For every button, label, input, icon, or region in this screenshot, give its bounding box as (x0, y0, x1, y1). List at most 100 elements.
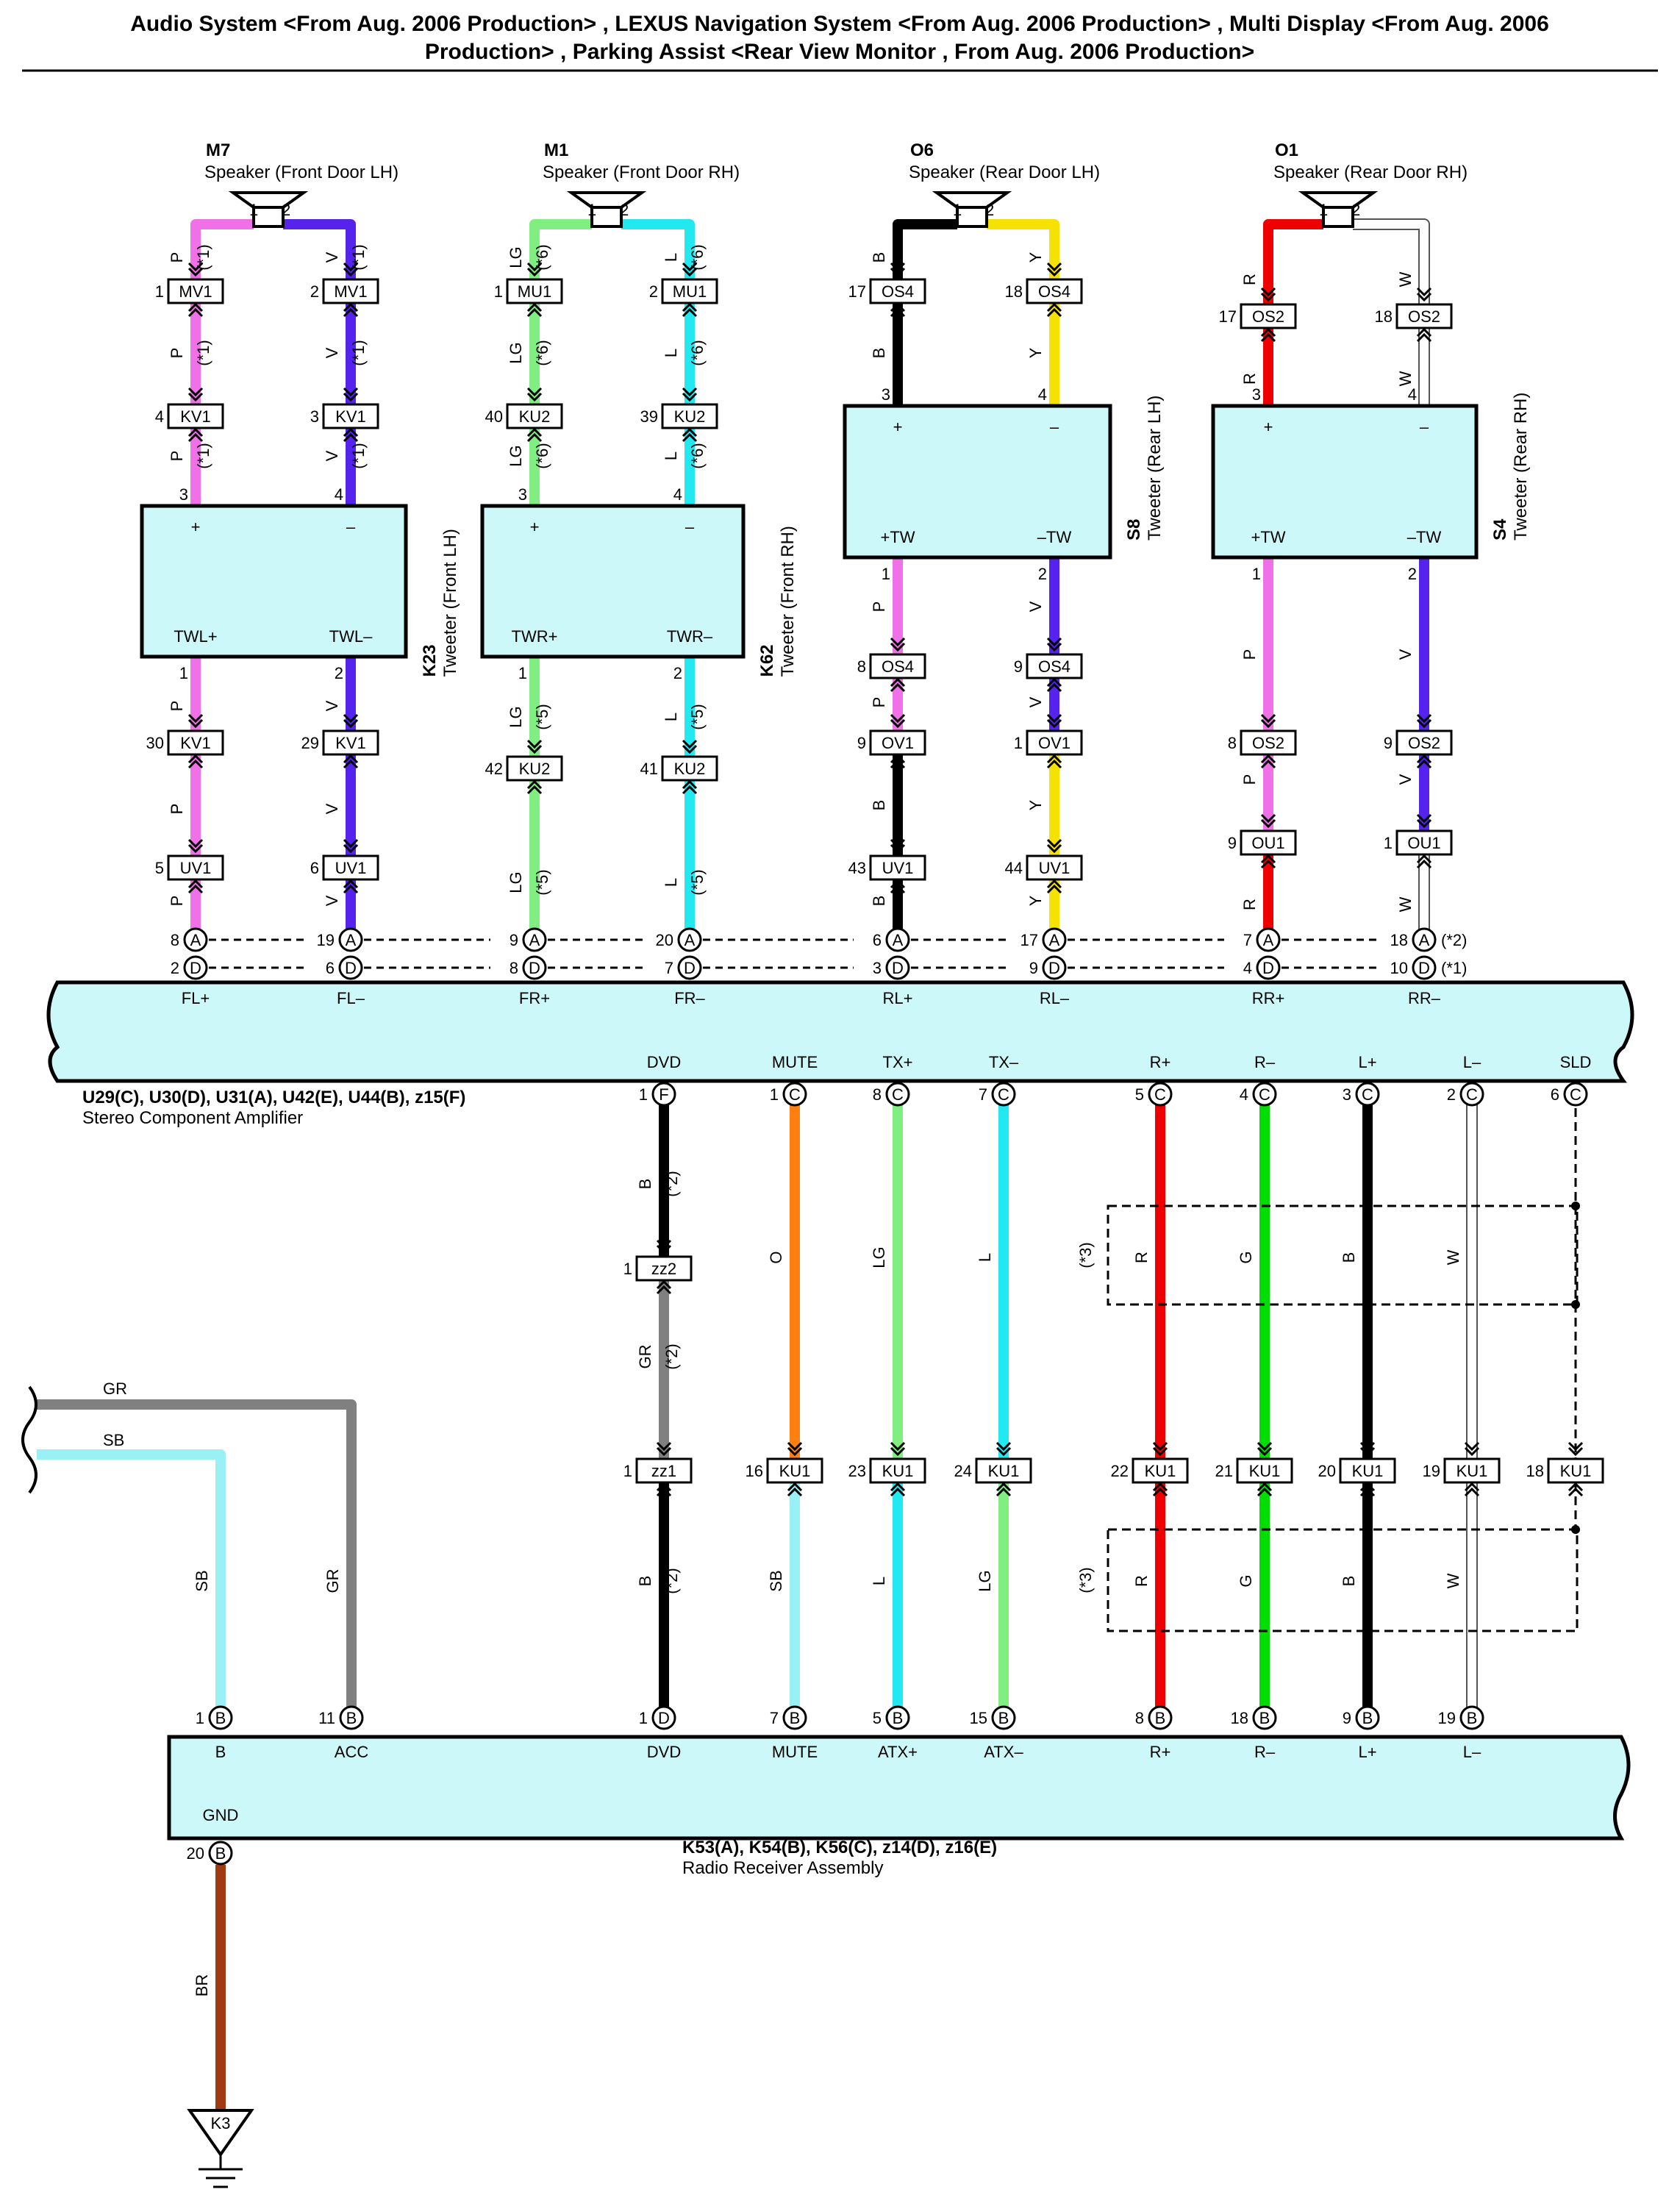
connector-pin: 1 (494, 282, 503, 301)
terminal-letter: A (1263, 931, 1274, 949)
wire-break (21, 1385, 37, 1494)
terminal-pin: 7 (1243, 931, 1252, 949)
connector-box (1236, 1457, 1293, 1484)
tweeter-out-pos: +TW (880, 528, 915, 546)
wire-color-label: L (976, 1253, 994, 1262)
connector-id: OS2 (1252, 734, 1284, 752)
wire-speaker-pos (1263, 219, 1323, 406)
wire-color-label: W (1396, 271, 1415, 287)
pin-number: 3 (518, 485, 527, 504)
terminal-letter: A (893, 931, 904, 949)
tweeter-code: K23 (420, 644, 440, 677)
terminal-letter: C (1154, 1085, 1166, 1104)
wire-color-label: V (1396, 649, 1415, 660)
connector-box (167, 854, 224, 881)
terminal-pin: 7 (979, 1085, 987, 1104)
connector-id: KV1 (335, 734, 366, 752)
connector-id: UV1 (882, 859, 914, 877)
amp-lower-label: DVD (647, 1053, 681, 1071)
terminal-letter: A (684, 931, 696, 949)
connector-box (1026, 653, 1083, 679)
radio-terminal-label: L– (1463, 1743, 1481, 1761)
connector-box (661, 403, 718, 429)
connector-pin: 22 (1111, 1462, 1129, 1480)
connector-box (506, 403, 563, 429)
terminal-letter: C (1259, 1085, 1270, 1104)
tweeter-minus: – (346, 518, 356, 536)
connector-id: KU1 (779, 1462, 811, 1480)
connector-box (661, 755, 718, 782)
connector-id: KU1 (1456, 1462, 1488, 1480)
terminal-letter: C (789, 1085, 801, 1104)
pin-number: 2 (335, 664, 343, 682)
terminal-letter: C (1362, 1085, 1373, 1104)
diagram-title: Audio System <From Aug. 2006 Production>… (22, 12, 1658, 72)
terminal-letter: D (1262, 959, 1274, 977)
speaker-pin: 2 (985, 201, 994, 219)
pin-number: 1 (1252, 565, 1261, 583)
terminal-letter: B (1155, 1709, 1166, 1727)
terminal-circle (208, 1705, 233, 1730)
wire-color-label: W (1396, 371, 1415, 386)
connector-pin: 16 (746, 1462, 763, 1480)
wire-color-label: LG (870, 1246, 888, 1268)
connector-box (1395, 829, 1453, 856)
note-label: (*2) (662, 1171, 681, 1196)
pin-number: 2 (1038, 565, 1047, 583)
wire-speaker-pos (893, 219, 957, 406)
tweeter-minus: – (1420, 418, 1429, 436)
connector-id: UV1 (180, 859, 212, 877)
amp-connectors: U29(C), U30(D), U31(A), U42(E), U44(B), … (82, 1088, 465, 1107)
terminal-letter: F (659, 1085, 668, 1104)
amp-terminal-label: FL+ (182, 989, 210, 1007)
connector-box (1026, 854, 1083, 881)
connector-id: OU1 (1407, 834, 1440, 852)
wire-color-label: P (168, 896, 186, 907)
connector-pin: 17 (1219, 307, 1237, 326)
speaker-o1: O1 Speaker (Rear Door RH) (1273, 140, 1468, 182)
shield-node (1571, 1202, 1580, 1210)
terminal-circle (782, 1082, 807, 1107)
terminal-circle (1355, 1082, 1380, 1107)
speaker-name: Speaker (Front Door LH) (204, 163, 398, 182)
speaker-pin: 1 (587, 201, 596, 219)
pin-number: 1 (179, 664, 188, 682)
radio-connectors: K53(A), K54(B), K56(C), z14(D), z16(E) (682, 1838, 997, 1857)
terminal-letter: D (1048, 959, 1060, 977)
connector-pin: 6 (310, 859, 319, 877)
tweeter-name: Tweeter (Front LH) (440, 529, 460, 677)
speaker-name: Speaker (Front Door RH) (543, 163, 740, 182)
terminal-pin: 1 (770, 1085, 779, 1104)
terminal-letter: A (529, 931, 540, 949)
connector-id: UV1 (335, 859, 367, 877)
terminal-pin: 7 (665, 959, 673, 977)
shield-box (1107, 1528, 1579, 1632)
terminal-pin: 6 (326, 959, 335, 977)
tweeter-name: Tweeter (Rear LH) (1145, 396, 1165, 540)
speaker-o6: O6 Speaker (Rear Door LH) (909, 140, 1100, 182)
connector-pin: 8 (1228, 734, 1237, 752)
note-label: (*1) (194, 443, 212, 468)
wire-b-sb (37, 1449, 226, 1718)
connector-id: KV1 (335, 407, 366, 426)
terminal-circle (522, 927, 547, 952)
terminal-pin: 4 (1240, 1085, 1248, 1104)
note-label: (*3) (1076, 1567, 1095, 1593)
connector-box (322, 403, 379, 429)
terminal-circle (1412, 955, 1437, 980)
amp-name: Stereo Component Amplifier (82, 1108, 303, 1128)
wire-color-label: V (323, 251, 341, 263)
terminal-letter: C (1466, 1085, 1478, 1104)
tweeter-out-neg: –TW (1407, 528, 1442, 546)
components-layer (46, 191, 1634, 2188)
terminal-letter: C (1570, 1085, 1581, 1104)
tweeter-box (1211, 404, 1479, 560)
connector-box (1395, 303, 1453, 329)
terminal-letter: A (190, 931, 201, 949)
wire-color-label: LG (976, 1570, 994, 1591)
pin-number: 4 (335, 485, 343, 504)
amp-terminal-label: FL– (337, 989, 365, 1007)
tweeter-name: Tweeter (Front RH) (778, 526, 798, 677)
wire-color-label: SB (767, 1570, 785, 1591)
connector-box (1132, 1457, 1189, 1484)
